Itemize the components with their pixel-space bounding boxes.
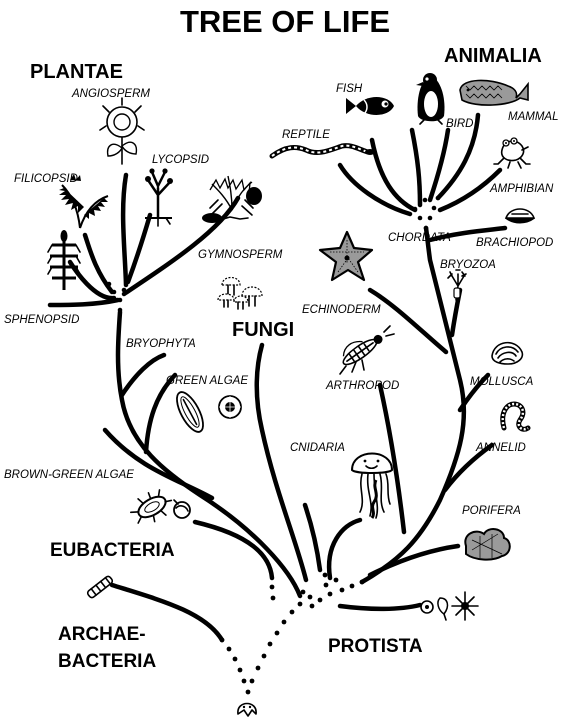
page-title: TREE OF LIFE (180, 4, 390, 39)
clam-icon (491, 341, 524, 365)
worm-icon (500, 401, 531, 432)
sponge-icon (464, 528, 511, 561)
label-sphenopsid: SPHENOPSID (4, 314, 79, 326)
kingdom-fungi: FUNGI (232, 319, 294, 341)
mushroom-icon (217, 276, 263, 310)
kingdom-protista: PROTISTA (328, 636, 423, 657)
green-algae-icon (176, 391, 204, 433)
label-arthropod: ARTHROPOD (325, 380, 399, 392)
horsetail-icon (47, 230, 81, 290)
label-bryophyta: BRYOPHYTA (126, 338, 196, 350)
label-brown-green-algae: BROWN-GREEN ALGAE (4, 469, 134, 481)
label-mollusca: MOLLUSCA (470, 376, 534, 388)
frog-icon (493, 137, 531, 169)
archaebacterium-icon (86, 575, 114, 599)
label-annelid: ANNELID (475, 442, 526, 454)
penguin-icon (416, 73, 445, 125)
fish-icon (346, 97, 394, 115)
label-cnidaria: CNIDARIA (290, 442, 345, 454)
jellyfish-icon (350, 452, 394, 519)
brachiopod-icon (504, 208, 536, 224)
bacterium-icon (130, 489, 191, 524)
diatom-icon (218, 395, 242, 419)
label-amphibian: AMPHIBIAN (489, 183, 554, 195)
label-echinoderm: ECHINODERM (302, 304, 381, 316)
lycopsid-icon (145, 168, 173, 227)
label-green-algae: GREEN ALGAE (166, 375, 248, 387)
label-bryozoa: BRYOZOA (440, 259, 496, 271)
root-dots (106, 195, 441, 695)
fern-icon (59, 174, 109, 229)
kingdom-plantae: PLANTAE (30, 61, 123, 83)
label-reptile: REPTILE (282, 129, 330, 141)
kingdom-animalia: ANIMALIA (444, 45, 542, 67)
kingdom-archaebacteria-line2: BACTERIA (58, 651, 156, 672)
snake-icon (269, 143, 375, 159)
label-fish: FISH (336, 83, 363, 95)
tree-branches (47, 112, 508, 695)
label-chordata: CHORDATA (388, 232, 451, 244)
whale-icon (459, 79, 529, 106)
flower-icon (99, 97, 145, 165)
bryozoan-icon (447, 269, 467, 301)
gymnosperm-icon (202, 175, 262, 223)
label-porifera: PORIFERA (462, 505, 521, 517)
starfish-icon (318, 230, 374, 282)
label-gymnosperm: GYMNOSPERM (198, 249, 283, 261)
root-ancestor-icon (237, 702, 257, 717)
label-bird: BIRD (446, 118, 473, 130)
protist-icon (420, 591, 479, 621)
label-mammal: MAMMAL (508, 111, 558, 123)
kingdom-eubacteria: EUBACTERIA (50, 540, 175, 561)
insect-icon (339, 325, 395, 375)
label-angiosperm: ANGIOSPERM (71, 88, 150, 100)
label-filicopsid: FILICOPSID (14, 173, 78, 185)
label-lycopsid: LYCOPSID (152, 154, 209, 166)
kingdom-archaebacteria-line1: ARCHAE- (58, 624, 146, 645)
label-brachiopod: BRACHIOPOD (476, 237, 553, 249)
